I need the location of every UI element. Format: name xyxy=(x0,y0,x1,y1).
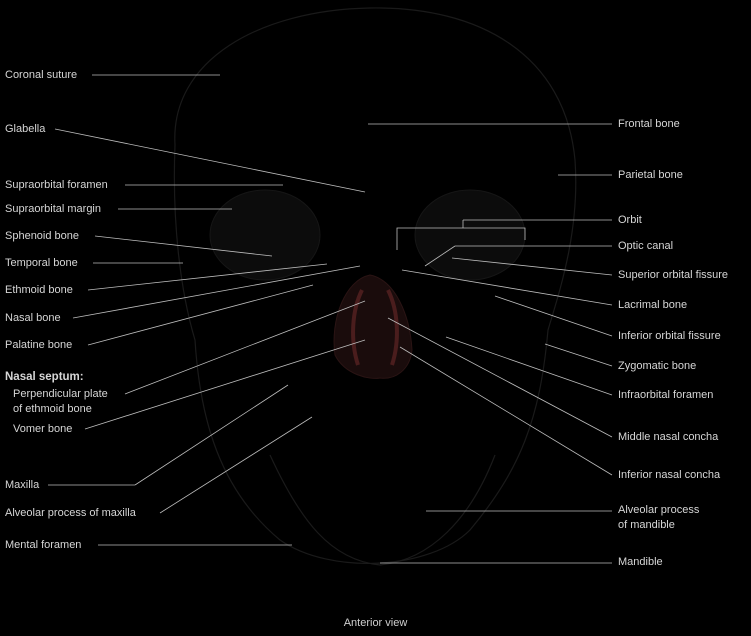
label-inferior-orbital-fissure: Inferior orbital fissure xyxy=(618,330,721,342)
label-nasal-septum: Nasal septum: xyxy=(5,371,84,383)
label-palatine-bone: Palatine bone xyxy=(5,339,73,351)
label-temporal-bone: Temporal bone xyxy=(5,257,78,269)
nasal-cavity xyxy=(333,274,413,379)
label-alveolar-process-maxilla: Alveolar process of maxilla xyxy=(5,507,136,519)
label-supraorbital-margin: Supraorbital margin xyxy=(5,203,101,215)
label-perpendicular-plate-line1: Perpendicular plate xyxy=(13,388,108,400)
label-infraorbital-foramen: Infraorbital foramen xyxy=(618,389,714,401)
label-alveolar-process-mandible-line2: of mandible xyxy=(618,519,675,531)
label-supraorbital-foramen: Supraorbital foramen xyxy=(5,179,108,191)
label-inferior-nasal-concha: Inferior nasal concha xyxy=(618,469,721,481)
label-mandible: Mandible xyxy=(618,556,663,568)
label-alveolar-process-mandible-line1: Alveolar process xyxy=(618,504,700,516)
label-frontal-bone: Frontal bone xyxy=(618,118,680,130)
skull-silhouette xyxy=(173,7,577,566)
leader-lines xyxy=(48,74,613,564)
label-parietal-bone: Parietal bone xyxy=(618,169,683,181)
label-perpendicular-plate-line2: of ethmoid bone xyxy=(13,403,92,415)
label-coronal-suture: Coronal suture xyxy=(5,69,78,81)
label-glabella: Glabella xyxy=(5,123,46,135)
label-middle-nasal-concha: Middle nasal concha xyxy=(618,431,719,443)
diagram-caption: Anterior view xyxy=(343,617,408,629)
orbits xyxy=(209,189,526,281)
label-ethmoid-bone: Ethmoid bone xyxy=(5,284,73,296)
label-nasal-bone: Nasal bone xyxy=(5,312,61,324)
label-optic-canal: Optic canal xyxy=(618,240,674,252)
label-mental-foramen: Mental foramen xyxy=(5,539,82,551)
label-vomer-bone: Vomer bone xyxy=(13,423,73,435)
label-lacrimal-bone: Lacrimal bone xyxy=(618,299,688,311)
label-sphenoid-bone: Sphenoid bone xyxy=(5,230,80,242)
label-orbit: Orbit xyxy=(618,214,642,226)
label-maxilla: Maxilla xyxy=(5,479,40,491)
label-superior-orbital-fissure: Superior orbital fissure xyxy=(618,269,729,281)
label-zygomatic-bone: Zygomatic bone xyxy=(618,360,697,372)
